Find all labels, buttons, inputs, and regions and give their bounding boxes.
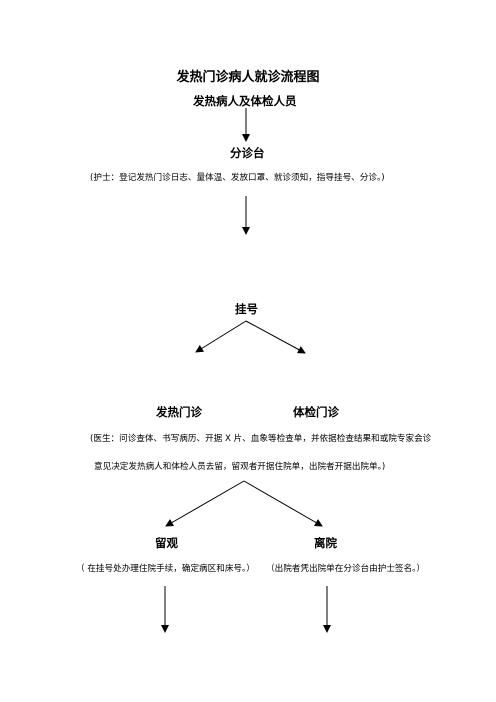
- arrow-to-discharge: [243, 480, 323, 527]
- discharge-node: 离院: [314, 536, 337, 550]
- triage-node: 分诊台: [230, 146, 265, 160]
- arrow-register-to-fever-clinic: [195, 320, 247, 353]
- discharge-note: （出院者凭出院单在分诊台由护士签名。）: [266, 564, 425, 574]
- arrow-register-to-physical-clinic: [245, 320, 306, 354]
- physical-exam-clinic-node: 体检门诊: [293, 405, 339, 419]
- triage-note: (护士：登记发热门诊日志、量体温、发放口罩、就诊须知，指导挂号、分诊。): [90, 173, 385, 183]
- register-node: 挂号: [235, 302, 258, 316]
- doctor-note-line1: (医生：问诊查体、书写病历、开据 X 片、血象等检查单，并依据检查结果和或院专家…: [90, 434, 432, 444]
- observe-node: 留观: [155, 536, 178, 550]
- flowchart-title: 发热门诊病人就诊流程图: [176, 70, 320, 85]
- start-node: 发热病人及体检人员: [193, 94, 297, 108]
- observe-note: （ 在挂号处办理住院手续，确定病区和床号。）: [76, 564, 255, 574]
- arrow-to-observe: [165, 480, 245, 527]
- fever-clinic-node: 发热门诊: [156, 405, 202, 419]
- doctor-note-line2: 意见决定发热病人和体检人员去留，留观者开据住院单，出院者开据出院单。): [94, 462, 386, 472]
